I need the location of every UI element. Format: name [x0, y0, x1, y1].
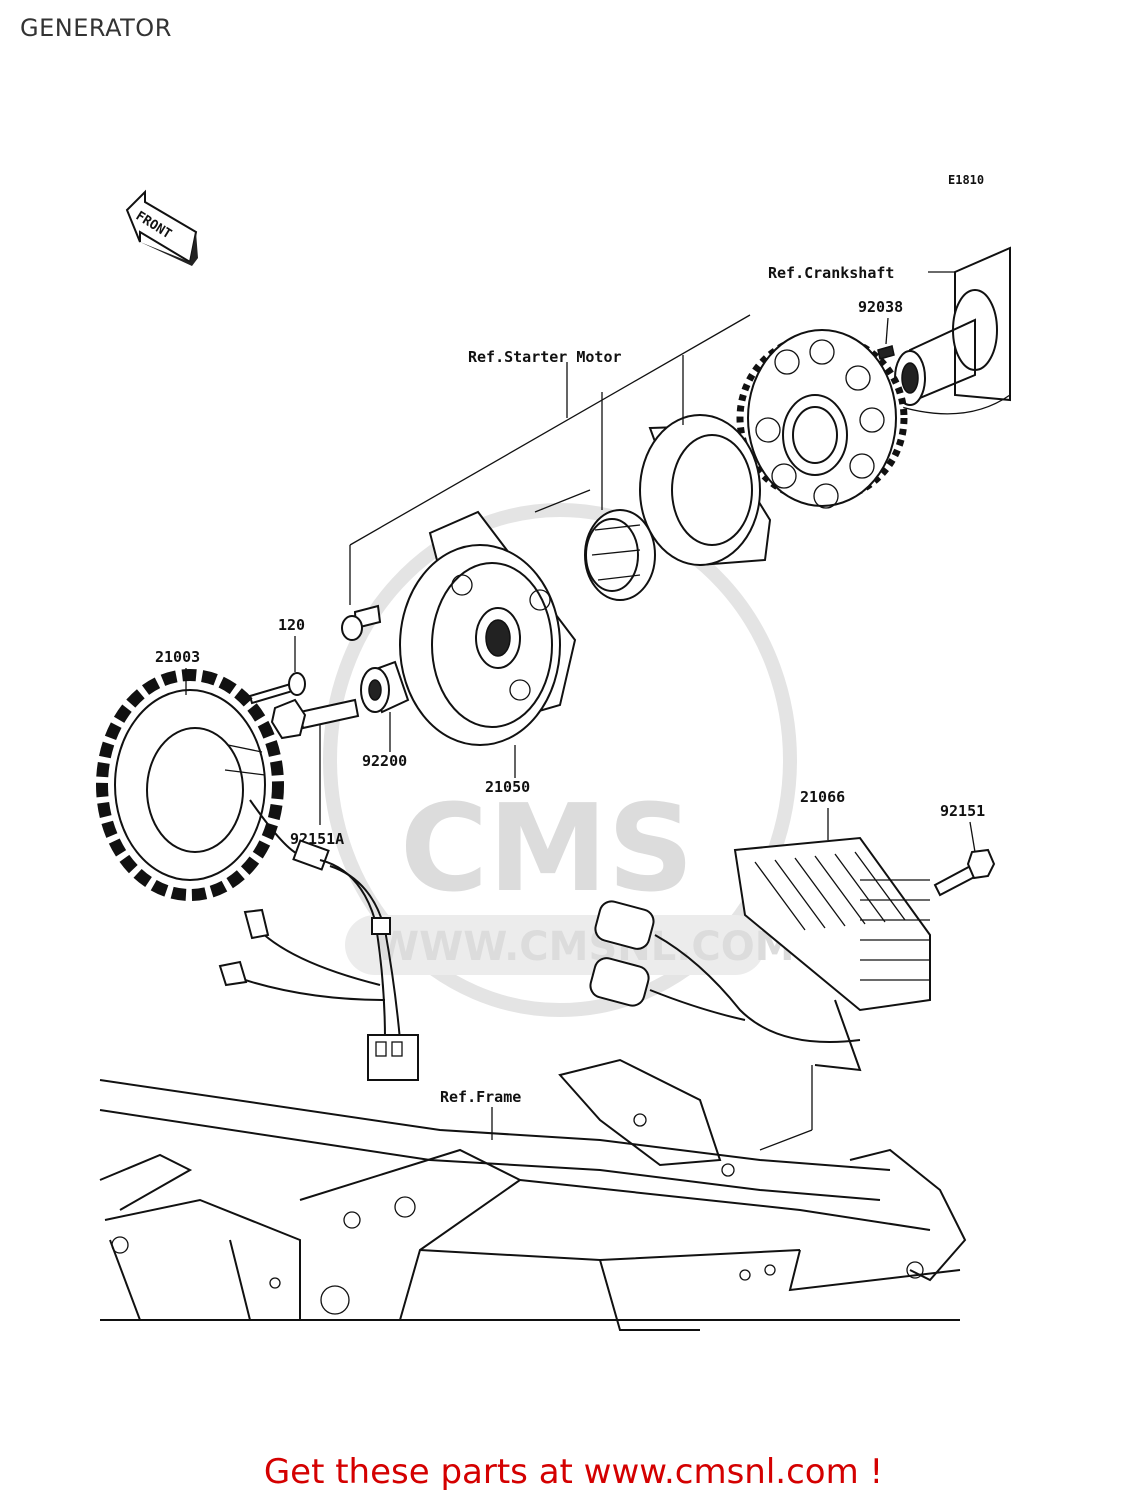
frame	[99, 1058, 967, 1331]
regulator-rectifier	[733, 836, 931, 1012]
footer-link[interactable]: Get these parts at www.cmsnl.com !	[263, 1452, 884, 1492]
regulator-connectors	[589, 900, 862, 1072]
washer	[360, 660, 410, 714]
label-92038: 92038	[858, 298, 903, 316]
label-21050: 21050	[485, 778, 530, 796]
starter-clutch-plate	[639, 414, 772, 567]
starter-gear	[736, 329, 908, 509]
label-120: 120	[278, 616, 305, 634]
one-way-clutch	[584, 509, 656, 601]
watermark: CMS WWW.CMSNL.COM	[323, 503, 797, 1017]
woodruff-key	[877, 345, 895, 360]
bolt-92151	[933, 848, 996, 897]
watermark-logo: CMS	[400, 780, 694, 919]
starter-bolt	[341, 604, 382, 641]
label-92151: 92151	[940, 802, 985, 820]
label-ref-crankshaft: Ref.Crankshaft	[768, 264, 894, 282]
stator-wiring-harness	[218, 839, 419, 1081]
diagram-code: E1810	[948, 173, 984, 187]
label-21003: 21003	[155, 648, 200, 666]
crankshaft	[879, 246, 1011, 415]
page-title: GENERATOR	[20, 14, 172, 42]
rotor-flywheel	[399, 510, 577, 746]
watermark-url: WWW.CMSNL.COM	[375, 924, 795, 970]
label-92200: 92200	[362, 752, 407, 770]
label-ref-starter-motor: Ref.Starter Motor	[468, 348, 622, 366]
leader-ref-starter-motor	[349, 314, 751, 605]
bolt-120	[248, 672, 306, 705]
stator-coil	[96, 669, 301, 901]
front-arrow-icon: FRONT	[125, 189, 198, 266]
label-ref-frame: Ref.Frame	[440, 1088, 521, 1106]
bolt-92151a	[270, 698, 360, 740]
label-21066: 21066	[800, 788, 845, 806]
